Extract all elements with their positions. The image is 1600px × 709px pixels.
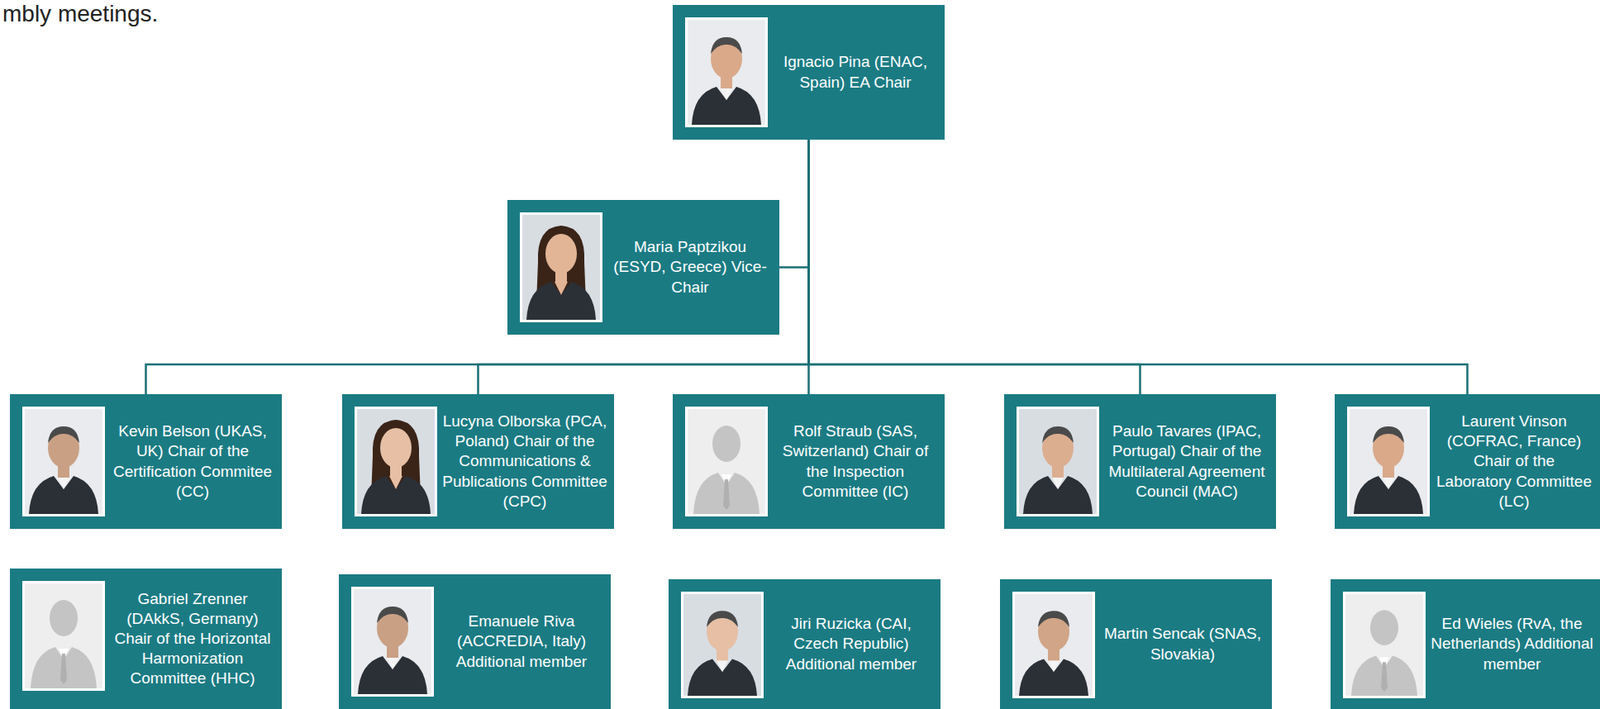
member-name: Maria Paptzikou (ESYD, Greece) Vice-Chai…: [606, 237, 774, 297]
member-box: Maria Paptzikou (ESYD, Greece) Vice-Chai…: [507, 200, 780, 335]
member-name: Gabriel Zrenner (DAkkS, Germany) Chair o…: [109, 589, 277, 690]
portrait-photo: [351, 586, 434, 697]
portrait-photo: [22, 580, 105, 691]
text-area: Emanuele Riva (ACCREDIA, Italy) Addition…: [438, 574, 605, 709]
portrait-photo: [1016, 406, 1100, 517]
org-connector: [809, 139, 1141, 395]
member-name: Lucyna Olborska (PCA, Poland) Chair of t…: [441, 411, 609, 512]
member-name: Jiri Ruzicka (CAI, Czech Republic) Addit…: [767, 614, 935, 674]
portrait-photo: [519, 212, 603, 323]
member-name: Emanuele Riva (ACCREDIA, Italy) Addition…: [438, 611, 605, 672]
text-area: Laurent Vinson (COFRAC, France) Chair of…: [1433, 394, 1595, 529]
member-box: Jiri Ruzicka (CAI, Czech Republic) Addit…: [668, 579, 941, 709]
org-connector: [146, 139, 810, 395]
member-box: Paulo Tavares (IPAC, Portugal) Chair of …: [1004, 394, 1277, 529]
member-box: Gabriel Zrenner (DAkkS, Germany) Chair o…: [9, 568, 282, 709]
portrait-photo: [22, 406, 105, 517]
portrait-photo: [1347, 406, 1430, 517]
text-area: Rolf Straub (SAS, Switzerland) Chair of …: [771, 394, 939, 529]
portrait-photo: [1342, 591, 1426, 699]
member-name: Ignacio Pina (ENAC, Spain) EA Chair: [771, 52, 939, 92]
org-connector: [478, 139, 810, 395]
text-area: Kevin Belson (UKAS, UK) Chair of the Cer…: [109, 394, 277, 529]
portrait-photo: [354, 406, 438, 517]
text-area: Paulo Tavares (IPAC, Portugal) Chair of …: [1103, 394, 1271, 529]
text-area: Maria Paptzikou (ESYD, Greece) Vice-Chai…: [606, 200, 774, 335]
member-box: Emanuele Riva (ACCREDIA, Italy) Addition…: [338, 574, 611, 709]
text-area: Ignacio Pina (ENAC, Spain) EA Chair: [771, 4, 939, 140]
member-name: Rolf Straub (SAS, Switzerland) Chair of …: [771, 421, 939, 502]
org-connector: [809, 139, 1468, 395]
member-box: Kevin Belson (UKAS, UK) Chair of the Cer…: [9, 394, 282, 529]
portrait-photo: [1012, 591, 1096, 699]
text-area: Ed Wieles (RvA, the Netherlands) Additio…: [1429, 579, 1595, 709]
portrait-photo: [685, 17, 768, 128]
text-area: Lucyna Olborska (PCA, Poland) Chair of t…: [441, 394, 609, 529]
member-box: Laurent Vinson (COFRAC, France) Chair of…: [1334, 394, 1600, 529]
org-connector: [779, 139, 810, 268]
member-box: Lucyna Olborska (PCA, Poland) Chair of t…: [342, 394, 615, 529]
text-area: Martin Sencak (SNAS, Slovakia): [1099, 579, 1267, 709]
member-box: Ignacio Pina (ENAC, Spain) EA Chair: [672, 4, 945, 140]
text-area: Jiri Ruzicka (CAI, Czech Republic) Addit…: [767, 579, 935, 709]
portrait-photo: [685, 406, 768, 517]
cut-off-note: mbly meetings.: [2, 1, 158, 28]
member-name: Kevin Belson (UKAS, UK) Chair of the Cer…: [109, 421, 277, 502]
member-name: Ed Wieles (RvA, the Netherlands) Additio…: [1429, 614, 1595, 674]
member-box: Martin Sencak (SNAS, Slovakia): [1000, 579, 1272, 709]
member-name: Paulo Tavares (IPAC, Portugal) Chair of …: [1103, 421, 1271, 502]
text-area: Gabriel Zrenner (DAkkS, Germany) Chair o…: [109, 568, 277, 709]
member-name: Laurent Vinson (COFRAC, France) Chair of…: [1433, 411, 1595, 512]
member-box: Ed Wieles (RvA, the Netherlands) Additio…: [1330, 579, 1600, 709]
member-box: Rolf Straub (SAS, Switzerland) Chair of …: [672, 394, 945, 529]
member-name: Martin Sencak (SNAS, Slovakia): [1099, 623, 1267, 664]
portrait-photo: [680, 591, 764, 699]
